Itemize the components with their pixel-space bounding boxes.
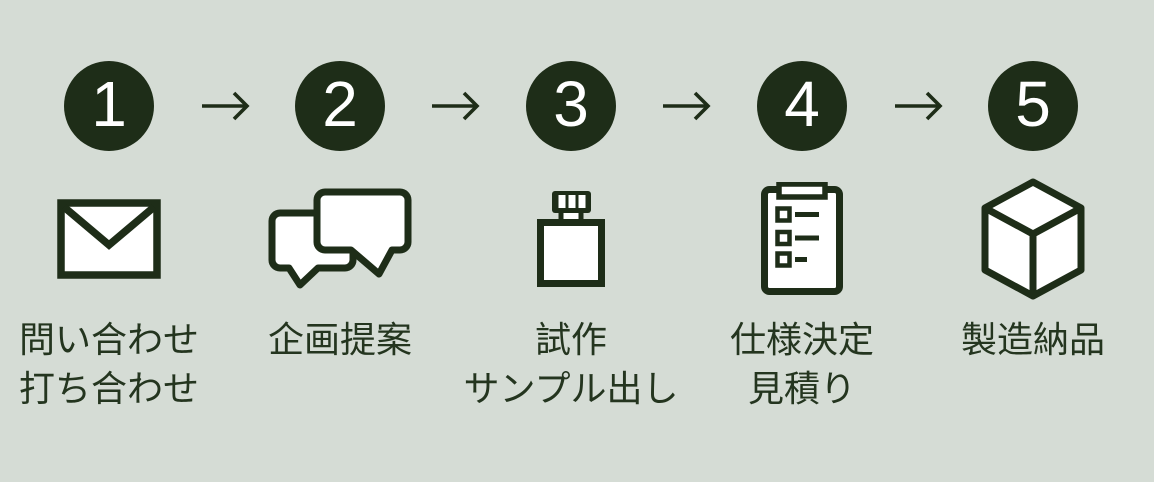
step-icon-box [456, 178, 686, 300]
step-2: 2 企画提案 [225, 0, 455, 482]
label-line: 製造納品 [960, 319, 1105, 360]
step-icon-box [687, 178, 917, 300]
step-label: 製造納品 [918, 315, 1148, 364]
step-3: 3 試作 サンプル出し [456, 0, 686, 482]
step-label: 試作 サンプル出し [456, 315, 686, 413]
label-line: 仕様決定 [729, 319, 874, 360]
step-5: 5 製造納品 [918, 0, 1148, 482]
step-1: 1 問い合わせ 打ち合わせ [0, 0, 218, 482]
step-label: 企画提案 [225, 315, 455, 364]
perfume-bottle-icon [537, 191, 605, 287]
step-label: 仕様決定 見積り [687, 315, 917, 413]
step-icon-box [225, 178, 455, 300]
step-number-badge: 3 [526, 61, 616, 151]
step-4: 4 仕様決定 見積り [687, 0, 917, 482]
right-arrow-icon [202, 91, 250, 121]
step-number-badge: 2 [295, 61, 385, 151]
right-arrow-icon [895, 91, 943, 121]
step-label: 問い合わせ 打ち合わせ [0, 315, 218, 413]
label-line: 企画提案 [267, 319, 412, 360]
step-icon-box [0, 178, 218, 300]
envelope-icon [57, 199, 161, 279]
clipboard-checklist-icon [761, 182, 843, 295]
label-line: 打ち合わせ [18, 368, 199, 409]
label-line: 試作 [534, 319, 607, 360]
right-arrow-icon [432, 91, 480, 121]
step-icon-box [918, 178, 1148, 300]
step-number-badge: 4 [757, 61, 847, 151]
label-line: サンプル出し [463, 368, 679, 409]
speech-bubbles-icon [268, 188, 412, 289]
label-line: 問い合わせ [18, 319, 199, 360]
step-number-badge: 1 [64, 61, 154, 151]
cube-box-icon [981, 178, 1085, 300]
right-arrow-icon [663, 91, 711, 121]
label-line: 見積り [747, 368, 856, 409]
step-number-badge: 5 [988, 61, 1078, 151]
